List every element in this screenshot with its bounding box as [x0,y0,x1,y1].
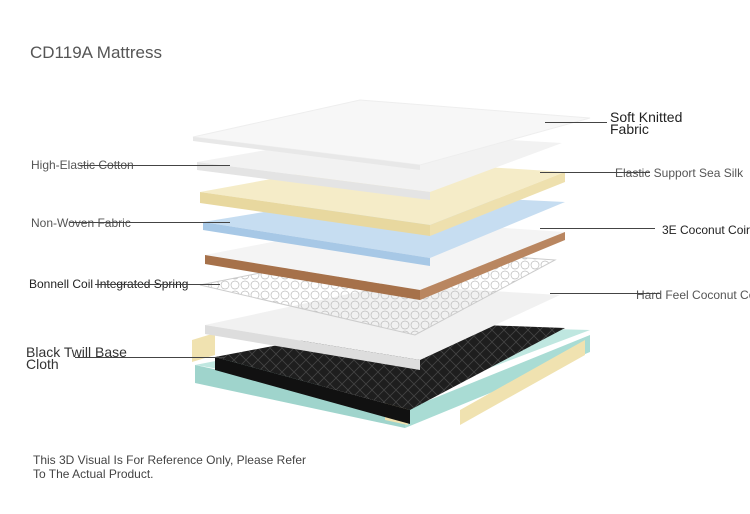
label-line: Fabric [610,121,649,137]
label-elastic-support-sea-silk: Elastic Support Sea Silk [615,166,744,180]
label-line: Cloth [26,356,59,372]
label-3e-coconut-coir: 3E Coconut Coir [662,223,750,237]
leader-line [540,228,655,229]
soft-knitted-fabric-layer [192,99,591,170]
page-title: CD119A Mattress [30,43,162,62]
label-line: Soft Knitted [610,109,683,125]
note-line: To The Actual Product. [33,467,154,481]
note-line: This 3D Visual Is For Reference Only, Pl… [33,453,306,467]
disclaimer-note: This 3D Visual Is For Reference Only, Pl… [33,453,306,481]
leader-line [75,357,225,358]
leader-line [80,165,230,166]
label-non-woven-fabric: Non-Woven Fabric [31,216,131,230]
leader-line [545,122,607,123]
label-hard-feel-coconut: Hard Feel Coconut Co [636,288,750,302]
leader-line [70,222,230,223]
leader-line [95,284,220,285]
leader-line [550,293,660,294]
label-soft-knitted-fabric: Soft Knitted Fabric [610,109,683,137]
label-black-twill-base-cloth: Black Twill Base Cloth [26,344,127,372]
label-line: Black Twill Base [26,344,127,360]
leader-line [540,172,650,173]
